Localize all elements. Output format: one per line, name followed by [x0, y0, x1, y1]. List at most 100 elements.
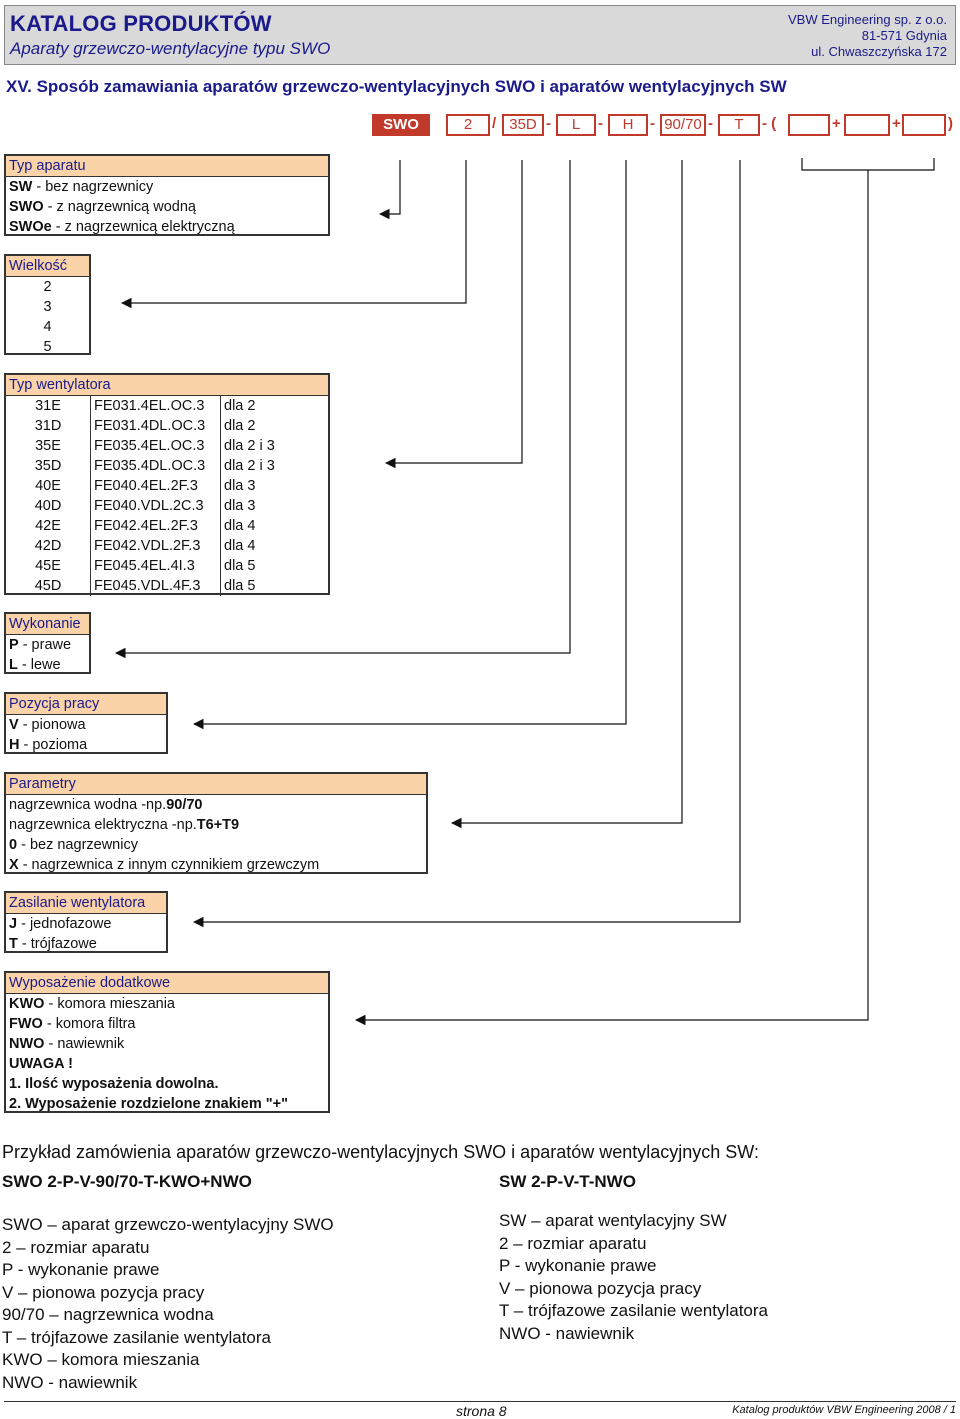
footer-divider	[4, 1401, 956, 1402]
wielkosc-box: Wielkość 2 3 4 5	[4, 254, 91, 355]
note-line: 1. Ilość wyposażenia dowolna.	[9, 1076, 219, 1092]
list-item: 3	[43, 299, 52, 315]
list-item: nagrzewnica wodna -np.90/70	[9, 797, 203, 813]
code-equip-1	[788, 114, 830, 136]
section-title: XV. Sposób zamawiania aparatów grzewczo-…	[6, 77, 787, 96]
list-item: SWO - z nagrzewnicą wodną	[9, 199, 196, 215]
code-dash-2: -	[598, 115, 603, 132]
wykonanie-box: Wykonanie P - prawe L - lewe	[4, 612, 91, 674]
catalog-edition: Katalog produktów VBW Engineering 2008 /…	[732, 1404, 956, 1416]
list-item: NWO - nawiewnik	[9, 1036, 125, 1052]
connector-bracket	[801, 158, 935, 171]
connector-wyposazenie	[354, 170, 869, 1026]
list-item: 2 – rozmiar aparatu	[499, 1233, 647, 1253]
wielkosc-title: Wielkość	[6, 256, 89, 277]
example-right: SW 2-P-V-T-NWO SW – aparat wentylacyjny …	[499, 1172, 768, 1345]
company-name: VBW Engineering sp. z o.o.	[788, 12, 947, 27]
list-item: L - lewe	[9, 657, 61, 673]
note-title: UWAGA !	[9, 1056, 73, 1072]
parametry-box: Parametry nagrzewnica wodna -np.90/70 na…	[4, 772, 428, 874]
page-number: strona 8	[456, 1403, 507, 1419]
list-item: V – pionowa pozycja pracy	[2, 1282, 205, 1302]
company-city: 81-571 Gdynia	[861, 28, 947, 43]
code-dash-1: -	[546, 115, 551, 132]
list-item: SW - bez nagrzewnicy	[9, 179, 154, 195]
list-item: 0 - bez nagrzewnicy	[9, 837, 138, 853]
code-slash: /	[492, 115, 497, 132]
code-open: - (	[762, 115, 777, 132]
code-dash-4: -	[708, 115, 713, 132]
example-right-code: SW 2-P-V-T-NWO	[499, 1172, 636, 1191]
list-item: 90/70 – nagrzewnica wodna	[2, 1305, 214, 1324]
zasilanie-title: Zasilanie wentylatora	[6, 893, 166, 914]
list-item: X - nagrzewnica z innym czynnikiem grzew…	[9, 857, 320, 873]
wykonanie-title: Wykonanie	[6, 614, 89, 635]
wyposazenie-box: Wyposażenie dodatkowe KWO - komora miesz…	[4, 971, 330, 1113]
company-street: ul. Chwaszczyńska 172	[811, 44, 947, 59]
list-item: SWOe - z nagrzewnicą elektryczną	[9, 219, 235, 235]
list-item: P - wykonanie prawe	[499, 1256, 657, 1275]
list-item: NWO - nawiewnik	[499, 1323, 635, 1343]
typ-wentylatora-title: Typ wentylatora	[6, 375, 328, 396]
example-left: SWO 2-P-V-90/70-T-KWO+NWO SWO – aparat g…	[2, 1172, 334, 1394]
code-close: )	[948, 115, 953, 132]
code-equip-2	[844, 114, 890, 136]
note-line: 2. Wyposażenie rozdzielone znakiem "+"	[9, 1096, 288, 1112]
example-left-code: SWO 2-P-V-90/70-T-KWO+NWO	[2, 1172, 252, 1191]
list-item: SW – aparat wentylacyjny SW	[499, 1211, 727, 1230]
list-item: T – trójfazowe zasilanie wentylatora	[2, 1327, 271, 1347]
list-item: P - prawe	[9, 637, 72, 653]
examples-title: Przykład zamówienia aparatów grzewczo-we…	[2, 1142, 759, 1162]
code-params: 90/70	[660, 114, 706, 136]
list-item: nagrzewnica elektryczna -np.T6+T9	[9, 817, 240, 833]
catalog-subtitle: Aparaty grzewczo-wentylacyjne typu SWO	[10, 39, 331, 58]
list-item: 2	[43, 279, 52, 295]
list-item: T – trójfazowe zasilanie wentylatora	[499, 1301, 768, 1320]
list-item: V - pionowa	[9, 717, 86, 733]
code-hand: L	[556, 114, 596, 136]
list-item: NWO - nawiewnik	[2, 1372, 138, 1392]
list-item: 5	[43, 339, 52, 355]
code-supply: T	[718, 114, 760, 136]
pozycja-title: Pozycja pracy	[6, 694, 166, 715]
pozycja-box: Pozycja pracy V - pionowa H - pozioma	[4, 692, 168, 754]
list-item: J - jednofazowe	[9, 916, 112, 932]
code-plus-1: +	[832, 115, 841, 132]
list-item: 2 – rozmiar aparatu	[2, 1237, 150, 1257]
zasilanie-box: Zasilanie wentylatora J - jednofazowe T …	[4, 891, 168, 953]
parametry-title: Parametry	[6, 774, 426, 795]
connector-parametry	[450, 160, 683, 829]
list-item: P - wykonanie prawe	[2, 1260, 160, 1279]
connector-typ-aparatu	[378, 160, 401, 220]
code-plus-2: +	[892, 115, 901, 132]
typ-aparatu-box: Typ aparatu SW - bez nagrzewnicy SWO - z…	[4, 154, 330, 236]
list-item: V – pionowa pozycja pracy	[499, 1278, 702, 1298]
list-item: T - trójfazowe	[9, 936, 97, 952]
connector-wentylator	[384, 160, 523, 469]
list-item: KWO - komora mieszania	[9, 996, 175, 1012]
list-item: 4	[43, 319, 52, 335]
catalog-title: KATALOG PRODUKTÓW	[10, 11, 272, 36]
code-dash-3: -	[650, 115, 655, 132]
list-item: SWO – aparat grzewczo-wentylacyjny SWO	[2, 1215, 334, 1234]
company-address: VBW Engineering sp. z o.o. 81-571 Gdynia…	[788, 12, 947, 60]
code-size: 2	[446, 114, 490, 136]
list-item: H - pozioma	[9, 737, 88, 753]
list-item: FWO - komora filtra	[9, 1016, 136, 1032]
list-item: KWO – komora mieszania	[2, 1350, 200, 1369]
code-position: H	[608, 114, 648, 136]
code-equip-3	[902, 114, 946, 136]
typ-aparatu-title: Typ aparatu	[6, 156, 328, 177]
code-swo: SWO	[372, 114, 430, 136]
